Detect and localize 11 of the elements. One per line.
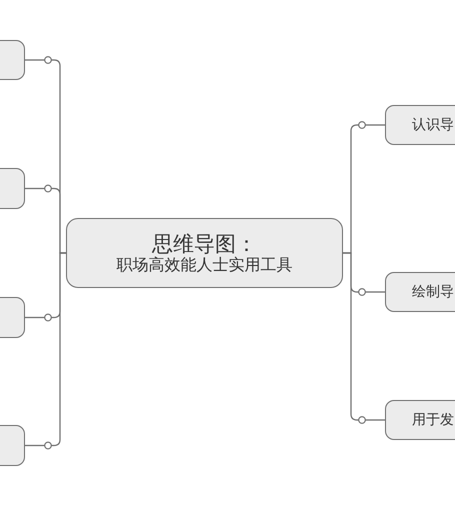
topic-title: 思维导图： <box>152 232 257 256</box>
topic-label: 用于发 <box>412 412 454 428</box>
branch-connector <box>343 252 385 424</box>
topic-box <box>385 272 455 312</box>
central-topic-box <box>66 218 343 288</box>
topic-label: 认识导 <box>412 116 454 134</box>
topic-box <box>385 400 455 440</box>
topic-subtitle: 职场高效能人士实用工具 <box>116 256 292 274</box>
topic-box <box>385 105 455 145</box>
topic-label: 绘制导 <box>412 284 454 300</box>
branch-connector <box>25 252 66 450</box>
